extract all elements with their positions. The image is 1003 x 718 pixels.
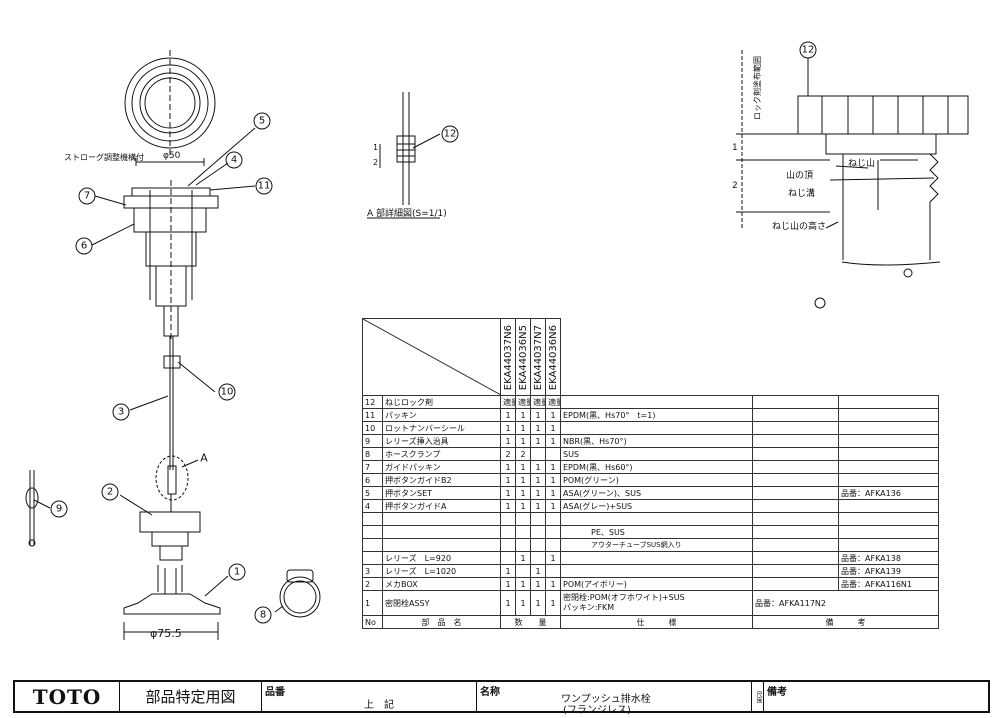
part-no-cell: 品番 上 記	[262, 682, 477, 711]
thread-detail	[736, 50, 969, 266]
name-cell: 名称 ワンプッシュ排水栓 (フランジレス)	[477, 682, 752, 716]
table-corner	[362, 318, 501, 396]
callout-6: 6	[81, 241, 87, 252]
callout-7: 7	[84, 191, 90, 202]
callout-9: 9	[56, 504, 62, 515]
model-col-3: EKA44037N7	[530, 318, 546, 396]
thread-dim-2: 2	[732, 181, 738, 191]
detail-dim-2: 2	[373, 158, 378, 167]
detail-dim-1: 1	[373, 143, 378, 152]
table-header-row: No 部 品 名 数 量 仕 様 備 考	[362, 615, 939, 629]
model-col-2: EKA44036N5	[515, 318, 531, 396]
name-sub: (フランジレス)	[563, 705, 631, 716]
release-spec-1: PE、SUS	[560, 525, 753, 539]
notes-cell: 備考	[767, 687, 787, 698]
top-view-outer-ring	[124, 57, 216, 149]
stroke-adjust-label: ストローグ調整機構付	[64, 152, 144, 162]
release-spec-2: アウターチューブSUS網入り	[560, 538, 753, 552]
sealed-plug	[123, 565, 221, 640]
callout-5: 5	[259, 116, 265, 127]
callout-8: 8	[260, 610, 266, 621]
dia75-label: φ75.5	[150, 627, 182, 640]
callout-3: 3	[118, 407, 124, 418]
callout-2: 2	[107, 487, 113, 498]
table-row: 12 ねじロック剤 適量 適量 適量 適量	[362, 395, 939, 409]
detail-a-marker	[155, 455, 189, 501]
push-button-assembly	[123, 158, 219, 340]
mech-box	[139, 511, 201, 561]
detail-a-drawing	[367, 92, 440, 219]
toto-logo: TOTO	[15, 682, 120, 711]
model-col-1: EKA44037N6	[500, 318, 516, 396]
title-block: TOTO 部品特定用図 品番 上 記 名称 ワンプッシュ排水栓 (フランジレス)…	[13, 680, 990, 716]
thread-height-label: ねじ山の高さ	[772, 220, 826, 232]
callout-a: A	[200, 452, 208, 465]
hose-clamp	[279, 569, 321, 618]
callout-12-thread: 12	[802, 45, 815, 56]
doc-type: 部品特定用図	[120, 682, 262, 711]
scale-cell: 尺度	[752, 682, 764, 711]
callout-10: 10	[221, 387, 234, 398]
name-value: ワンプッシュ排水栓	[561, 694, 651, 705]
thread-top-label: 山の頂	[786, 170, 813, 181]
lock-range-label: ロック剤塗布範囲	[752, 56, 762, 120]
thread-dim-1: 1	[732, 143, 738, 153]
callout-4: 4	[231, 155, 237, 166]
part-no-value: 上 記	[364, 700, 394, 711]
callout-1: 1	[234, 567, 240, 578]
thread-groove-label: ねじ溝	[788, 187, 815, 199]
dia50-label: φ50	[163, 151, 181, 161]
release-insertion-tool	[25, 470, 39, 547]
model-col-4: EKA44036N6	[545, 318, 561, 396]
parts-table: EKA44037N6 EKA44036N5 EKA44037N7 EKA4403…	[362, 318, 939, 629]
detail-a-label: A 部詳細図(S=1/1)	[367, 207, 447, 219]
callout-12-detail: 12	[444, 129, 457, 140]
callout-11: 11	[258, 181, 271, 192]
thread-peak-label: ねじ山	[848, 158, 875, 169]
leader-lines	[33, 58, 935, 613]
